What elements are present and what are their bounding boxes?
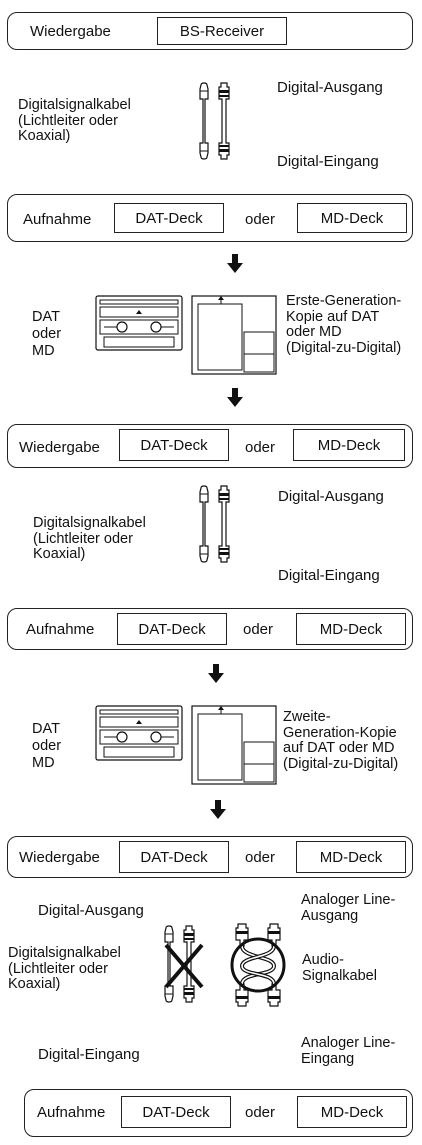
- playback-label: Wiedergabe: [19, 439, 100, 456]
- digital-out-label: Digital-Ausgang: [38, 902, 144, 919]
- dat-deck-box: DAT-Deck: [117, 613, 227, 645]
- digital-cable-icon: [199, 485, 230, 563]
- playback-panel-2: [7, 424, 413, 468]
- or-label: oder: [245, 439, 276, 456]
- down-arrow-icon: [227, 254, 243, 273]
- bs-receiver-box: BS-Receiver: [157, 17, 287, 45]
- dat-deck-box: DAT-Deck: [119, 429, 229, 461]
- cross-mark-icon: [164, 943, 204, 989]
- playback-panel-1: [7, 12, 413, 50]
- dat-deck-box: DAT-Deck: [119, 841, 229, 873]
- md-deck-box: MD-Deck: [297, 1096, 407, 1128]
- down-arrow-icon: [208, 664, 224, 683]
- record-label: Aufnahme: [26, 621, 95, 638]
- digital-in-label: Digital-Eingang: [277, 153, 379, 170]
- analog-out-label: Analoger Line- Ausgang: [301, 892, 396, 924]
- dat-deck-box: DAT-Deck: [114, 203, 224, 233]
- record-label: Aufnahme: [37, 1104, 106, 1121]
- md-deck-box: MD-Deck: [296, 613, 406, 645]
- record-panel-1: [7, 194, 413, 242]
- record-panel-2: [7, 608, 413, 650]
- playback-label: Wiedergabe: [19, 849, 100, 866]
- playback-panel-3: [7, 836, 413, 878]
- cable-label: Digitalsignalkabel (Lichtleiter oder Koa…: [18, 97, 131, 144]
- dat-cassette-and-md-icon: [95, 295, 277, 375]
- or-label: oder: [245, 1104, 276, 1121]
- cable-label: Digitalsignalkabel (Lichtleiter oder Koa…: [8, 945, 121, 992]
- dat-cassette-and-md-icon: [95, 705, 277, 785]
- dat-deck-box: DAT-Deck: [121, 1096, 231, 1128]
- analog-in-label: Analoger Line- Eingang: [301, 1035, 396, 1067]
- audio-cable-label: Audio- Signalkabel: [302, 952, 377, 984]
- or-label: oder: [243, 621, 274, 638]
- digital-cable-icon: [199, 82, 230, 160]
- md-deck-box: MD-Deck: [296, 841, 406, 873]
- or-label: oder: [245, 849, 276, 866]
- second-generation-copy-label: Zweite- Generation-Kopie auf DAT oder MD…: [283, 709, 399, 772]
- media-label: DAT oder MD: [32, 721, 62, 771]
- media-label: DAT oder MD: [32, 309, 62, 359]
- record-panel-3: [24, 1089, 413, 1137]
- down-arrow-icon: [227, 388, 243, 407]
- cable-label: Digitalsignalkabel (Lichtleiter oder Koa…: [33, 515, 146, 562]
- md-deck-box: MD-Deck: [293, 429, 405, 461]
- md-deck-box: MD-Deck: [297, 203, 407, 233]
- or-label: oder: [245, 211, 276, 228]
- record-label: Aufnahme: [23, 211, 92, 228]
- audio-cable-icon: [230, 923, 286, 1007]
- digital-in-label: Digital-Eingang: [278, 567, 380, 584]
- digital-in-label: Digital-Eingang: [38, 1046, 140, 1063]
- down-arrow-icon: [210, 800, 226, 819]
- digital-out-label: Digital-Ausgang: [278, 488, 384, 505]
- playback-label: Wiedergabe: [30, 23, 111, 40]
- digital-out-label: Digital-Ausgang: [277, 79, 383, 96]
- first-generation-copy-label: Erste-Generation- Kopie auf DAT oder MD …: [286, 293, 402, 356]
